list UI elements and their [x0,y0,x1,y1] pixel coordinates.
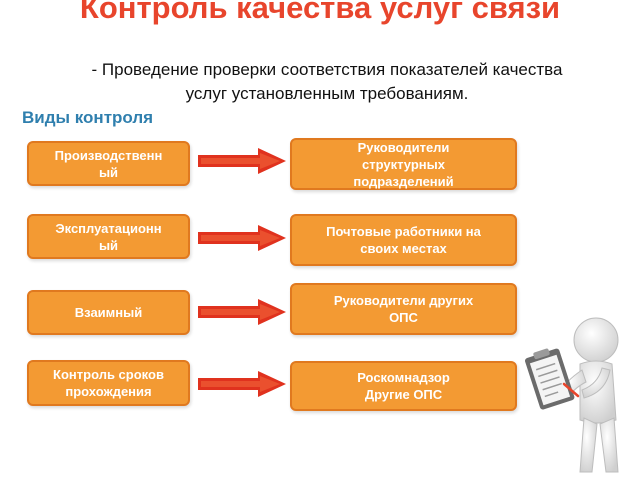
box-label: Эксплуатационн [55,220,162,236]
control-type-box: Взаимный [27,290,190,335]
box-label: своих местах [360,241,447,256]
control-type-box: Контроль сроков прохождения [27,360,190,406]
box-label: Контроль сроков [53,367,164,382]
right-arrow-icon [198,299,286,325]
section-heading: Виды контроля [22,108,154,127]
box-label: структурных [362,156,445,172]
box-label: Руководители [357,139,450,155]
box-label: ый [98,164,119,180]
box-label: подразделений [353,173,454,189]
box-label: ый [98,237,119,253]
box-label: Роскомнадзор [357,370,450,385]
right-arrow-icon [198,225,286,251]
box-label: Производственн [54,147,163,163]
box-label: Другие ОПС [364,387,443,402]
box-label: прохождения [65,384,152,399]
subtitle-line: - Проведение проверки соответствия показ… [91,60,563,79]
box-label: Руководители других [333,293,474,308]
box-label: Почтовые работники на [326,224,481,239]
box-label: Взаимный [74,305,143,320]
slide-subtitle: - Проведение проверки соответствия показ… [22,58,632,106]
right-arrow-icon [198,148,286,174]
slide-title: Контроль качества услуг связи [79,0,561,25]
subtitle-line: услуг установленным требованиям. [185,84,469,103]
right-arrow-icon [198,371,286,397]
box-label: ОПС [389,310,418,325]
person-with-clipboard-icon [525,317,619,473]
responsible-box: Почтовые работники на своих местах [290,214,517,266]
